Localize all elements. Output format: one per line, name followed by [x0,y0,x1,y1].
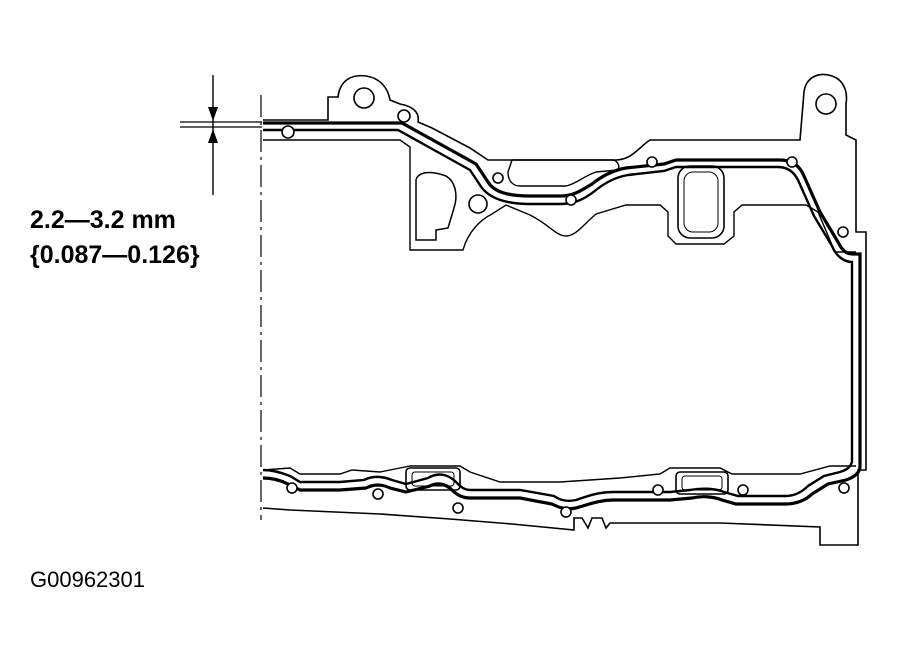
bolt-hole [373,489,383,499]
oil-pan-inner-edge-bottom [263,466,856,482]
dimension-indicator [180,75,262,195]
bolt-hole-large [354,88,374,108]
bottom-left-window [406,468,460,490]
top-right-window [678,166,724,238]
dimension-metric-label: 2.2—3.2 mm [30,206,176,234]
bottom-right-window-inner [682,476,722,490]
oil-pan-inner-edge-top [263,140,856,252]
bolt-hole [653,485,663,495]
dimension-imperial-label: {0.087—0.126} [30,241,200,269]
oil-pan-outer-outline [263,75,866,545]
bottom-right-window [676,472,728,494]
dimension-arrow-down [208,107,218,121]
bolt-hole [787,157,797,167]
bottom-left-window-inner [412,472,454,486]
bolt-hole [469,195,487,213]
bolt-hole [287,483,297,493]
bolt-hole [398,110,410,122]
bolt-hole [493,173,503,183]
gasket-bead-inner [263,130,852,501]
bolt-hole [839,483,849,493]
bolt-hole [453,503,463,513]
figure-id: G00962301 [30,567,145,592]
bolt-hole [838,227,848,237]
dimension-arrow-up [208,129,218,143]
bolt-holes [282,88,849,517]
top-right-window-inner [684,172,718,232]
bolt-hole [561,507,571,517]
front-cutout [416,173,456,240]
top-center-slot [508,160,619,186]
bolt-hole [282,126,294,138]
bolt-hole [738,485,748,495]
gasket-bead-outer [263,123,860,509]
bolt-hole-large [816,94,836,114]
bolt-hole [647,157,657,167]
bolt-hole [566,195,576,205]
